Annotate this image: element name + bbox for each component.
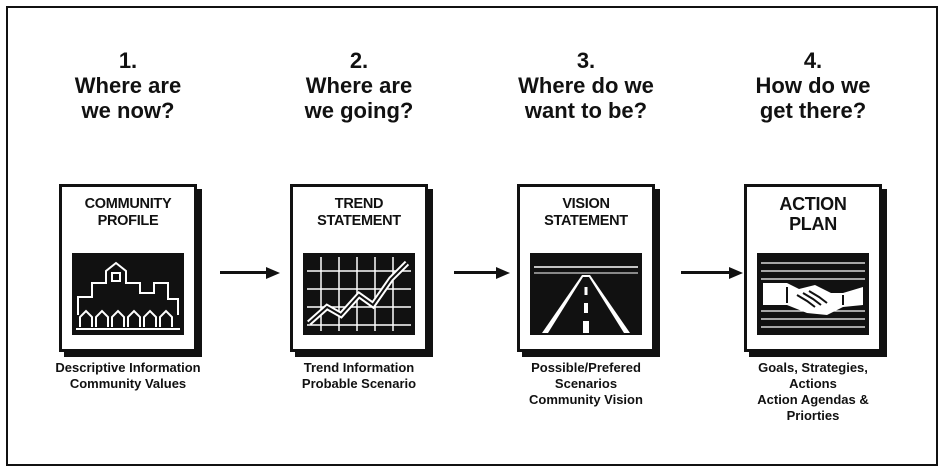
step-question: 3. Where do we want to be?: [486, 48, 686, 123]
flow-arrow: [681, 267, 745, 279]
step-number: 2.: [349, 48, 369, 73]
box-title: TREND STATEMENT: [317, 196, 401, 229]
community-icon: [72, 253, 184, 335]
flow-arrow: [220, 267, 280, 279]
step-number: 1.: [118, 48, 138, 73]
action-plan-box: ACTION PLAN: [744, 184, 882, 352]
step-description: Goals, Strategies, Actions Action Agenda…: [757, 360, 869, 423]
step-question: 1. Where are we now?: [28, 48, 228, 123]
box-title: ACTION PLAN: [779, 194, 847, 234]
step-number: 3.: [576, 48, 596, 73]
step-description: Possible/Prefered Scenarios Community Vi…: [529, 360, 643, 407]
vision-statement-box: VISION STATEMENT: [517, 184, 655, 352]
box-title: COMMUNITY PROFILE: [84, 196, 172, 229]
step-question: 2. Where are we going?: [259, 48, 459, 123]
handshake-icon: [757, 253, 869, 335]
trend-chart-icon: [303, 253, 415, 335]
step-question: 4. How do we get there?: [713, 48, 913, 123]
trend-statement-box: TREND STATEMENT: [290, 184, 428, 352]
diagram-frame: 1. Where are we now? COMMUNITY PROFILE D…: [6, 6, 938, 466]
step-description: Descriptive Information Community Values: [55, 360, 201, 391]
box-title: VISION STATEMENT: [544, 196, 628, 229]
community-profile-box: COMMUNITY PROFILE: [59, 184, 197, 352]
flow-arrow: [454, 267, 514, 279]
step-description: Trend Information Probable Scenario: [301, 360, 417, 391]
road-horizon-icon: [530, 253, 642, 335]
step-number: 4.: [803, 48, 823, 73]
